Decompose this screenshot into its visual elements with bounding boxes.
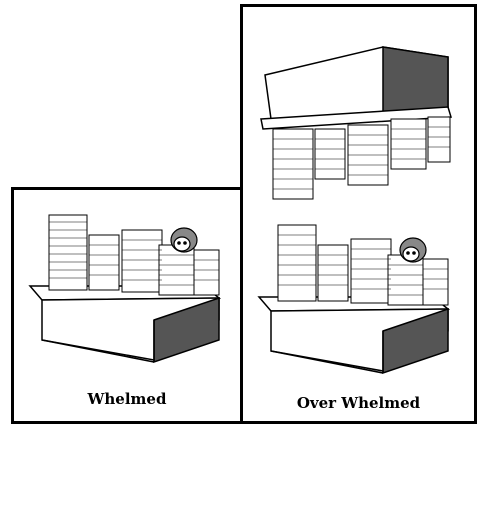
desk-illustration <box>257 296 451 375</box>
falling-paper-stacks-illustration <box>272 116 451 200</box>
falling-desk-illustration <box>260 46 452 130</box>
panel-whelmed: Whelmed <box>11 187 243 424</box>
caption-whelmed: Whelmed <box>87 390 167 408</box>
paper-stacks-illustration <box>48 214 220 296</box>
whelmed-illustration <box>28 214 222 364</box>
person-peeking-illustration <box>399 237 427 263</box>
desk-illustration <box>28 285 222 364</box>
panel-over-whelmed: Over Whelmed <box>240 4 477 424</box>
over-whelmed-illustration <box>257 46 452 375</box>
person-peeking-illustration <box>170 227 198 253</box>
paper-stacks-illustration <box>277 224 449 306</box>
caption-over-whelmed: Over Whelmed <box>296 394 421 412</box>
